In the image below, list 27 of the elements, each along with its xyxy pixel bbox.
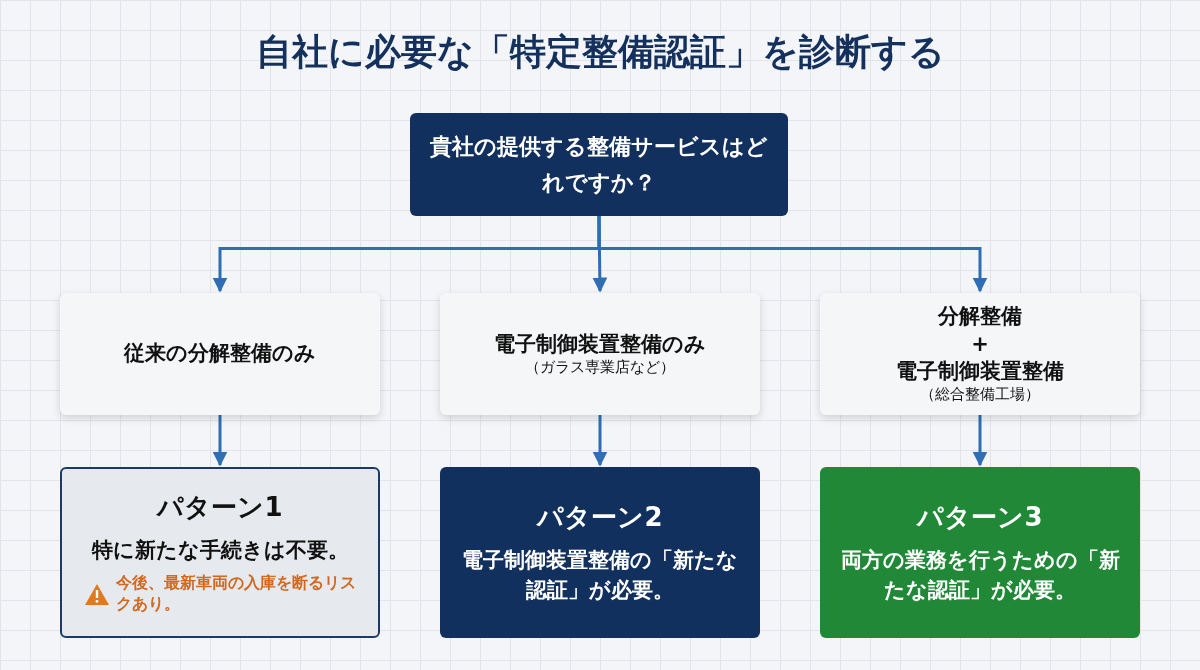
note-text: （総合整備工場）	[920, 385, 1040, 405]
warning-text: 今後、最新車両の入庫を断るリスクあり。	[116, 573, 356, 615]
question-box	[410, 113, 788, 216]
result-text: 両方の業務を行うための「新たな認証」が必要。	[839, 546, 1121, 604]
node-text: 電子制御装置整備	[896, 357, 1064, 385]
pattern-heading: パターン2	[537, 500, 663, 534]
node-text: 電子制御装置整備のみ	[494, 330, 706, 358]
node-text: 貴社の提供する整備サービスはどれですか？	[430, 133, 768, 197]
option-box	[440, 293, 760, 415]
arrow	[972, 415, 988, 467]
note-text: （ガラス専業店など）	[525, 357, 675, 378]
pattern-heading: パターン1	[157, 491, 283, 524]
option-box	[60, 293, 380, 415]
arrow	[212, 415, 228, 467]
option-box	[820, 293, 1140, 415]
result-text: 特に新たな手続きは不要。	[91, 537, 349, 564]
title: 自社に必要な「特定整備認証」を診断する	[254, 30, 946, 74]
node-text: 分解整備	[938, 303, 1022, 331]
result-box	[820, 467, 1140, 638]
node-text: 従来の分解整備のみ	[124, 340, 316, 368]
node-text: +	[971, 330, 989, 358]
result-box	[60, 467, 380, 638]
arrow	[592, 415, 608, 467]
result-box	[440, 467, 760, 638]
arrow	[597, 216, 988, 293]
pattern-heading: パターン3	[917, 500, 1043, 534]
result-text: 電子制御装置整備の「新たな認証」が必要。	[461, 546, 739, 604]
